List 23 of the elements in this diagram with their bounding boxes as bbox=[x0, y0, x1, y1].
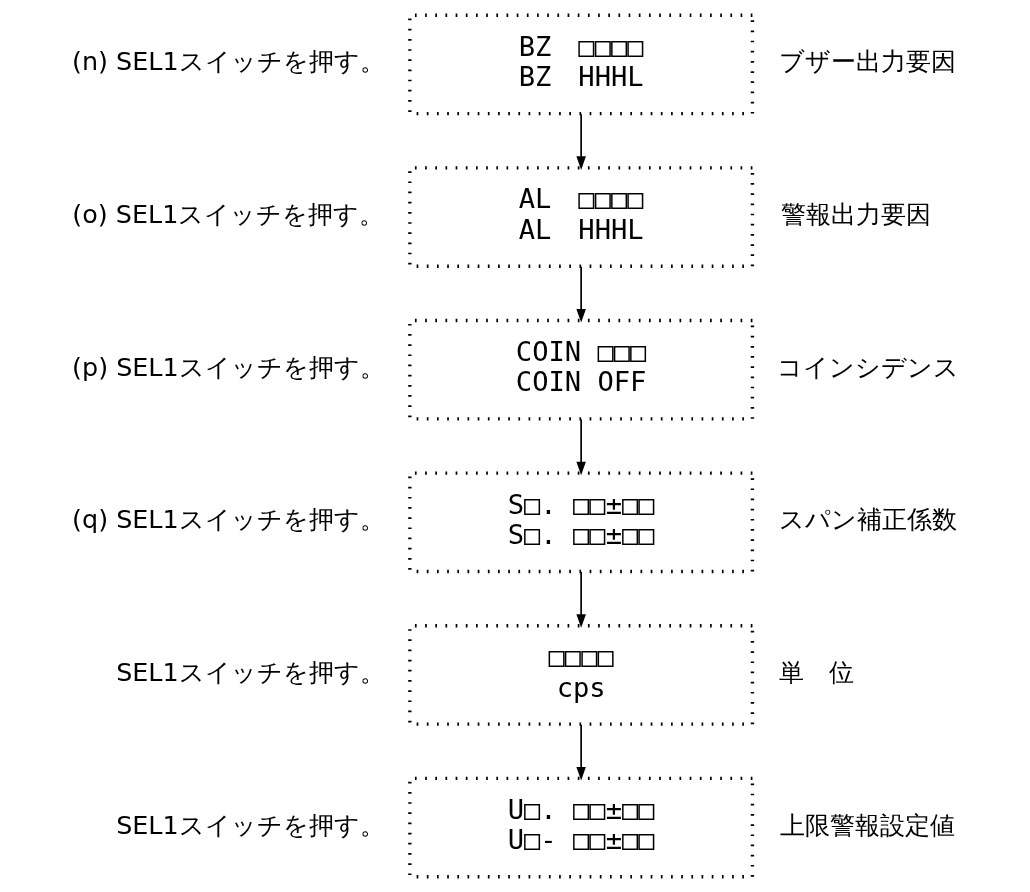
arrow bbox=[576, 571, 586, 628]
node-label: 上限警報設定値 bbox=[780, 809, 956, 840]
node-label: SEL1スイッチを押す。 bbox=[116, 809, 385, 840]
node-box: COIN □□□ COIN OFF bbox=[408, 318, 755, 421]
node-label: コインシデンス bbox=[776, 351, 959, 382]
node-box: U□. □□±□□ U□- □□±□□ bbox=[408, 776, 755, 879]
arrow bbox=[576, 113, 586, 170]
arrow bbox=[576, 418, 586, 476]
arrow bbox=[576, 723, 586, 781]
node-label: (q) SEL1スイッチを押す。 bbox=[72, 504, 385, 535]
node-box: BZ □□□□ BZ HHHL bbox=[408, 13, 755, 116]
node-label: SEL1スイッチを押す。 bbox=[116, 656, 385, 687]
node-label: (p) SEL1スイッチを押す。 bbox=[72, 351, 385, 382]
node-label: ブザー出力要因 bbox=[779, 46, 957, 77]
node-label: (o) SEL1スイッチを押す。 bbox=[72, 198, 385, 229]
node-label: (n) SEL1スイッチを押す。 bbox=[72, 46, 385, 77]
node-label: 警報出力要因 bbox=[780, 198, 931, 229]
node-label: 単 位 bbox=[779, 656, 855, 687]
arrow bbox=[576, 265, 586, 323]
node-label: スパン補正係数 bbox=[778, 504, 957, 535]
node-box: S□. □□±□□ S□. □□±□□ bbox=[408, 471, 755, 574]
node-box: □□□□ cps bbox=[408, 624, 755, 726]
node-box: AL □□□□ AL HHHL bbox=[408, 166, 755, 268]
